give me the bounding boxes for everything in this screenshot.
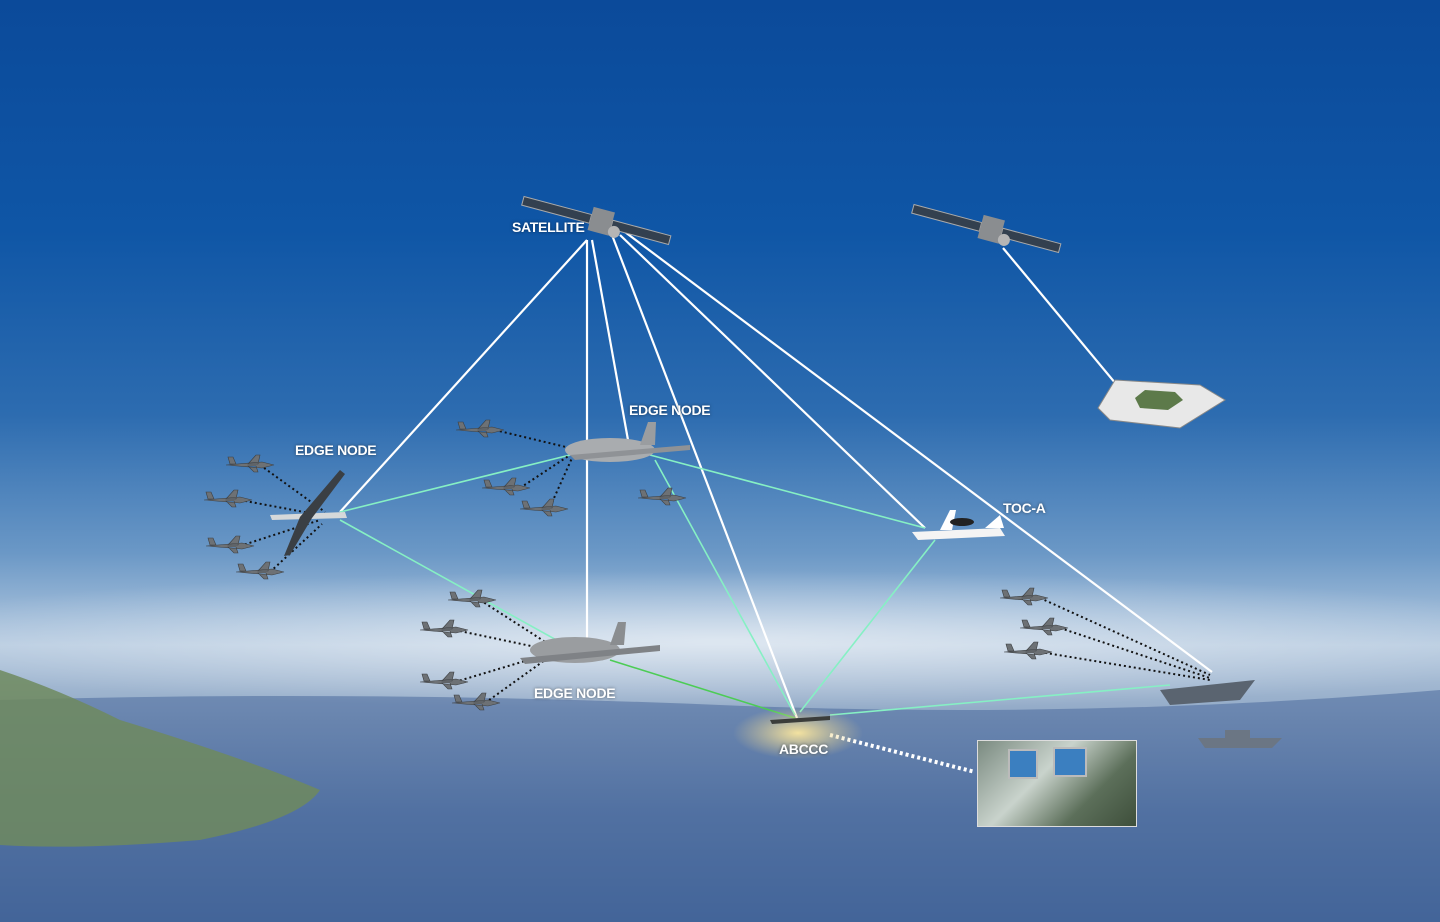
abccc-label: ABCCC: [779, 741, 829, 757]
fighter-jet-icon: [481, 477, 531, 496]
fighter-jet-icon: [455, 419, 505, 438]
aircraft-carrier-icon: [1160, 680, 1255, 705]
drone-edge-node-icon: [270, 470, 347, 556]
satellite-label: SATELLITE: [512, 219, 585, 235]
console-screen: [1008, 749, 1038, 779]
awacs-toc-a-icon: [912, 510, 1005, 540]
operators-photo: [977, 740, 1137, 827]
datalinks: [339, 454, 1171, 719]
cargo-aircraft-edge-node-icon: [565, 422, 690, 462]
console-screen: [1053, 747, 1087, 777]
coastline-land: [0, 670, 320, 847]
edge-node-left-label: EDGE NODE: [295, 442, 377, 458]
edge-node-bottom-label: EDGE NODE: [534, 685, 616, 701]
destroyer-ship-icon: [1198, 730, 1282, 748]
abccc-highlight: [733, 707, 863, 759]
cargo-aircraft-edge-node-icon: [520, 622, 660, 664]
edge-node-top-label: EDGE NODE: [629, 402, 711, 418]
toc-a-label: TOC-A: [1003, 500, 1046, 516]
satellite-icon: [521, 195, 672, 246]
satellite-icon: [911, 203, 1062, 254]
cloud-bank: [0, 570, 1440, 710]
abccc-aircraft-icon: [770, 716, 830, 724]
fighter-jet-icon: [203, 489, 253, 508]
fighter-jet-icon: [205, 535, 255, 554]
fighter-jet-icon: [519, 498, 569, 517]
pentagon-building-icon: [1097, 379, 1226, 429]
fighter-jet-icon: [225, 454, 275, 473]
